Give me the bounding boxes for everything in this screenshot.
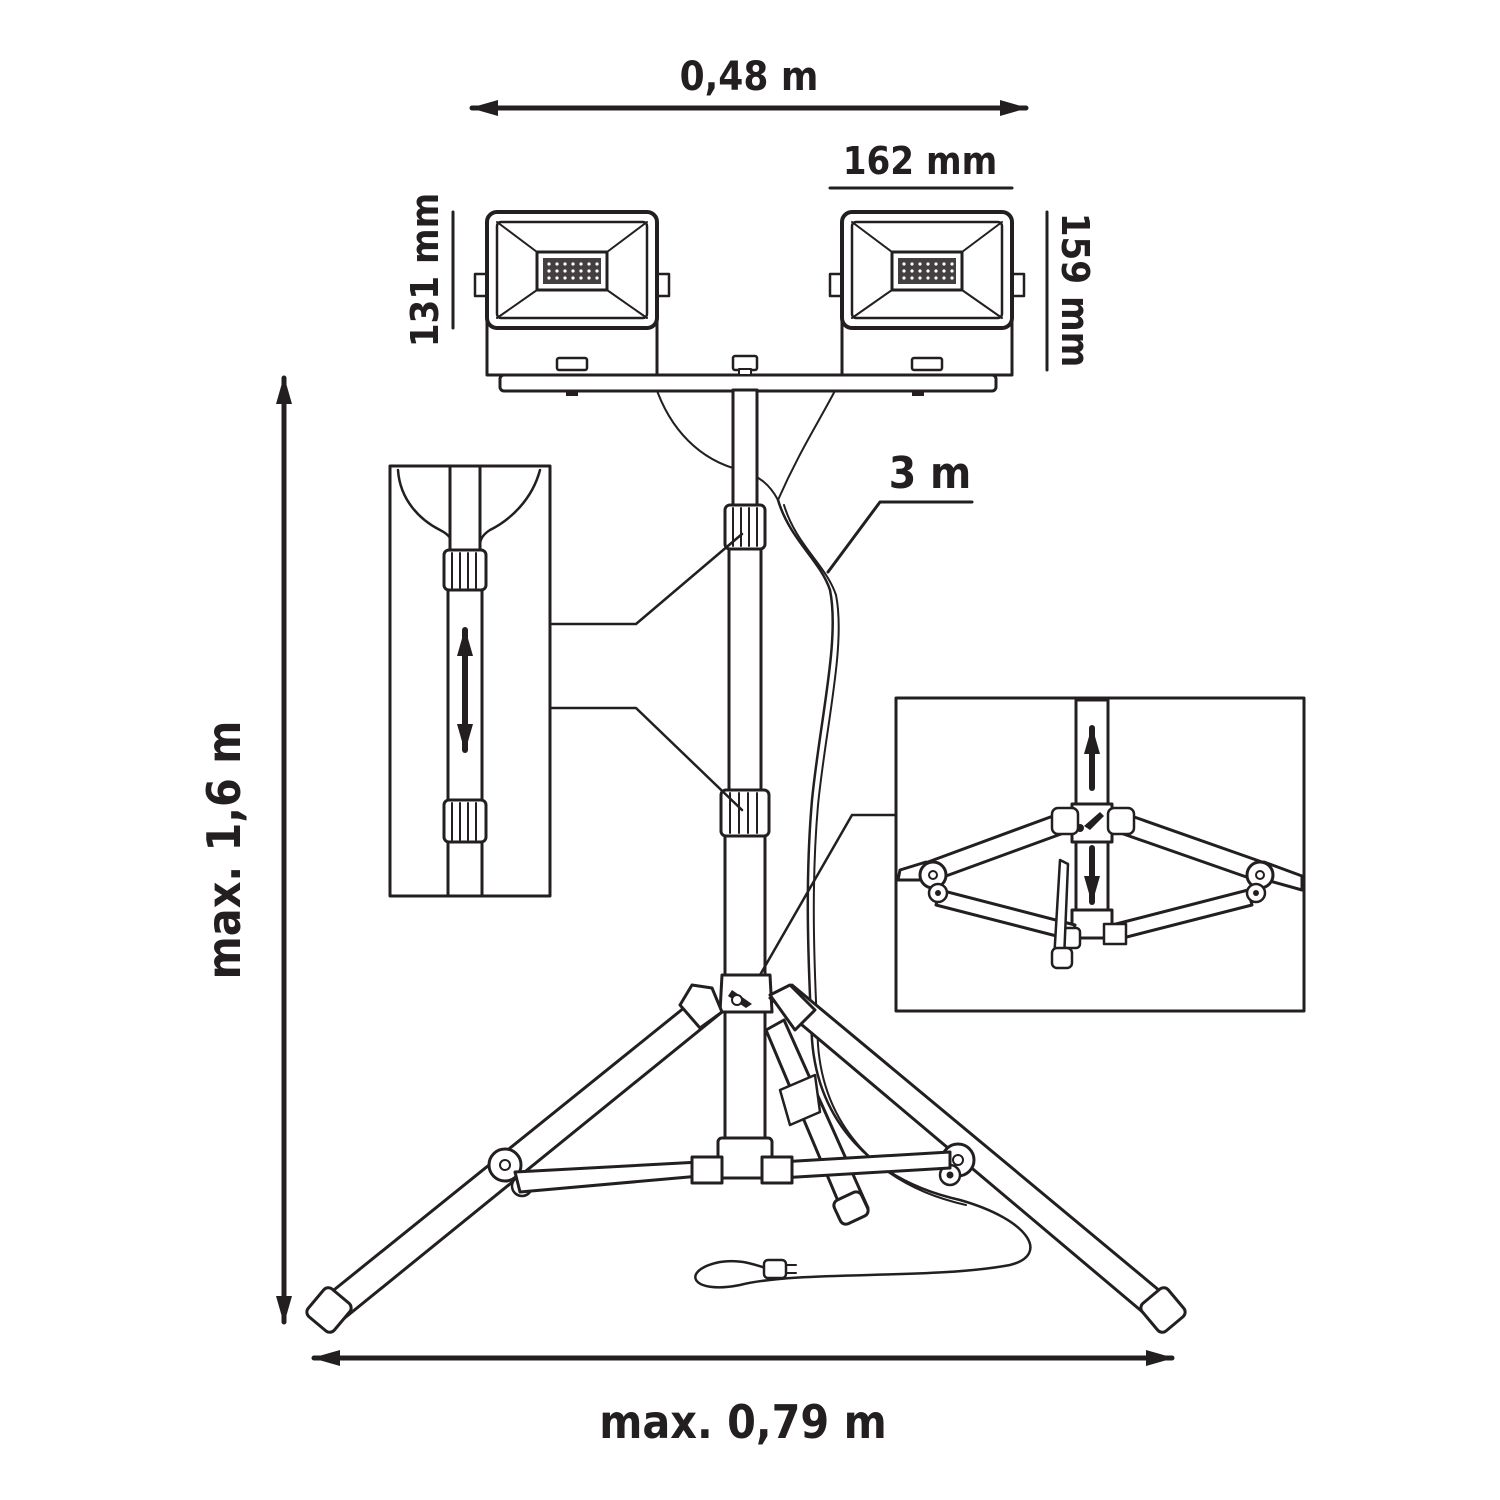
lamp-width-label: 162 mm bbox=[843, 139, 998, 183]
tripod-left-leg bbox=[305, 983, 724, 1334]
cable-length-callout: 3 m bbox=[826, 448, 974, 574]
telescopic-clamp-detail bbox=[388, 464, 744, 898]
lamp-width-dimension: 162 mm bbox=[828, 139, 1014, 190]
tripod-joint-icon bbox=[716, 973, 774, 1180]
bar-width-label: 0,48 m bbox=[680, 54, 819, 100]
light-bar bbox=[498, 354, 998, 396]
plug-icon bbox=[762, 1258, 797, 1280]
floodlight-icon bbox=[828, 210, 1026, 377]
floodlight-icon bbox=[473, 210, 671, 377]
tripod-right-leg bbox=[768, 983, 1187, 1334]
max-height-label: max. 1,6 m bbox=[197, 721, 251, 980]
bar-width-dimension: 0,48 m bbox=[469, 54, 1029, 116]
max-width-dimension: max. 0,79 m bbox=[311, 1350, 1175, 1449]
tripod-joint-detail bbox=[758, 696, 1306, 1013]
lamp-height-left-dimension: 131 mm bbox=[403, 193, 455, 348]
center-pole bbox=[719, 388, 771, 1168]
lamp-height-right-dimension: 159 mm bbox=[1045, 210, 1097, 372]
tripod-braces bbox=[513, 1150, 952, 1194]
lamp-height-right-label: 159 mm bbox=[1053, 213, 1097, 368]
max-width-label: max. 0,79 m bbox=[599, 1395, 886, 1449]
cable-length-label: 3 m bbox=[889, 448, 972, 499]
max-height-dimension: max. 1,6 m bbox=[197, 375, 292, 1325]
lamp-height-left-label: 131 mm bbox=[403, 193, 447, 348]
